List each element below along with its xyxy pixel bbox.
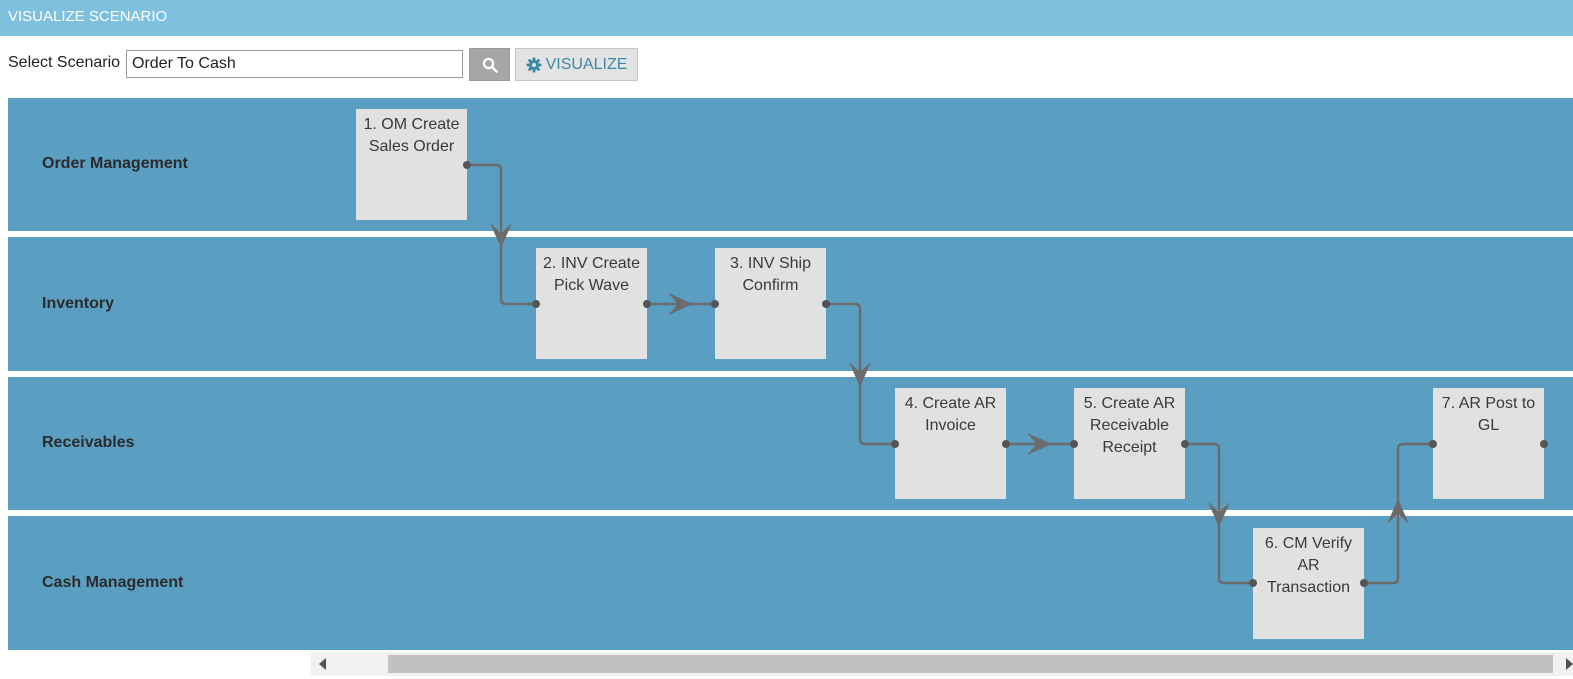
lane-label: Inventory [42, 295, 115, 312]
lane-receivables: Receivables [8, 377, 1573, 510]
step-inv-create-pick-wave[interactable]: 2. INV Create Pick Wave [536, 248, 647, 359]
gear-icon [526, 57, 542, 72]
lane-label: Receivables [42, 434, 135, 451]
visualize-label: VISUALIZE [545, 55, 628, 73]
step-create-ar-receivable-receipt[interactable]: 5. Create AR Receivable Receipt [1074, 388, 1185, 499]
scenario-input[interactable] [126, 50, 463, 78]
step-create-ar-invoice[interactable]: 4. Create AR Invoice [895, 388, 1006, 499]
toolbar: Select Scenario : VISUALIZE [0, 46, 1573, 82]
search-button[interactable] [469, 48, 510, 81]
step-om-create-sales-order[interactable]: 1. OM Create Sales Order [356, 109, 467, 220]
page-title: VISUALIZE SCENARIO [0, 0, 1573, 36]
step-cm-verify-ar-transaction[interactable]: 6. CM Verify AR Transaction [1253, 528, 1364, 639]
lane-label: Order Management [42, 155, 188, 172]
visualize-button[interactable]: VISUALIZE [515, 48, 638, 81]
scroll-right-icon[interactable] [1566, 658, 1573, 670]
search-icon [482, 57, 498, 73]
step-inv-ship-confirm[interactable]: 3. INV Ship Confirm [715, 248, 826, 359]
scroll-left-icon[interactable] [319, 658, 326, 670]
lane-label: Cash Management [42, 574, 184, 591]
step-ar-post-to-gl[interactable]: 7. AR Post to GL [1433, 388, 1544, 499]
horizontal-scrollbar[interactable] [311, 652, 1573, 676]
select-scenario-label: Select Scenario : [8, 54, 129, 71]
lane-order-management: Order Management [8, 98, 1573, 231]
scrollbar-thumb[interactable] [388, 655, 1553, 673]
